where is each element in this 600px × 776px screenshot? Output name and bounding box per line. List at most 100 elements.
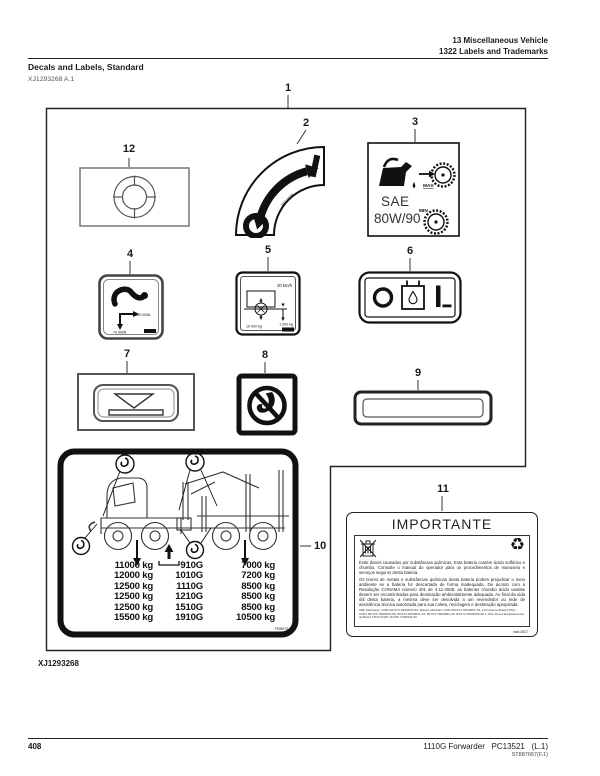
weight-cell: 7200 kg [241,570,275,582]
weight-cell: 8500 kg [241,580,275,592]
triangle-down-icon [108,393,164,416]
callout-1: 1 [284,82,292,94]
off-symbol [372,287,394,308]
weight-cell: 11000 kg [114,560,154,571]
callout-5: 5 [264,244,272,256]
forwarder-illustration [88,470,289,551]
weight-table: 11000 kg 910G 7000 kg 12000 kg 1010G 720… [73,560,279,624]
model-cell: 910G [180,560,203,571]
model-cell: 1110G [176,580,203,592]
importante-title: IMPORTANTE [391,516,493,532]
table-row: 15500 kg 1910G 10500 kg [73,612,279,624]
prohibition-flame-icon [247,385,287,426]
header-chapter: 13 Miscellaneous Vehicle [452,36,548,45]
decal-on-off-arc: F602229 [232,143,327,238]
callout-9: 9 [414,367,422,379]
weight-cell: 7000 kg [241,560,275,571]
model-cell: 1210G [175,591,203,603]
trailer-diagram-icon [244,290,287,321]
fine-print: CBF fabricante: CNPJ 89.674.782/0014-50,… [359,608,524,620]
callout-7: 7 [123,348,131,360]
table-row: 12500 kg 1210G 8500 kg [73,591,279,603]
weight-cell: 12000 kg [114,570,153,582]
jack-point-icon [158,544,180,566]
off-symbol [243,213,269,238]
page-number: 408 [28,742,42,751]
decal-towing-limits: 20 km/h 1 000 kg 10 000 kg [235,271,301,336]
callout-12: 12 [122,143,136,155]
max-sight-glass-icon [430,162,456,188]
page-title: Decals and Labels, Standard [28,62,144,72]
footer-model-line: 1110G Forwarder PC13521 (L.1) [423,742,548,751]
footer-rule [28,738,548,739]
min-sight-glass-icon [423,209,449,235]
table-row: 11000 kg 910G 7000 kg [73,560,279,571]
weight-cell: 12500 kg [114,601,153,613]
sae-label: SAE [381,194,410,209]
horizontal-force-value: 150 000N [135,313,151,317]
decal-sight-glass-plate [79,167,190,227]
force-arrows-icon [117,311,139,330]
table-row: 12500 kg 1110G 8500 kg [73,580,279,592]
callout-8: 8 [261,349,269,361]
decal-lower-symbol [77,373,195,431]
decal-no-open-flame [236,373,298,436]
model-cell: 1010G [175,570,203,582]
vertical-force-value: 70 000N [113,331,127,335]
speed-limit-value: 20 km/h [277,283,293,288]
callout-3: 3 [411,116,419,128]
warning-paragraph: Os teores de metais e substâncias químic… [359,577,525,607]
weight-cell: 8500 kg [241,601,275,613]
callout-11: 11 [437,483,449,495]
callout-4: 4 [126,248,134,260]
max-label: MAX [423,183,434,189]
decal-machine-weights: 11000 kg 910G 7000 kg 12000 kg 1010G 720… [57,448,299,638]
revision-code: XJ1293268 A.1 [28,76,75,83]
viscosity-label: 80W/90 [374,211,421,226]
lift-point-icons [71,452,218,560]
weight-cell: 15500 kg [114,612,153,624]
decal-oil-tank-switch [358,271,462,324]
header-rule [28,58,548,59]
decal-part-code: F695975 [274,627,288,631]
towed-load-value: 10 000 kg [246,325,262,329]
oil-tank-icon [401,280,425,310]
callout-2: 2 [302,117,310,129]
callout-10: 10 [314,540,327,552]
group-box-outline [45,107,527,652]
weight-cell: 10500 kg [236,612,275,624]
callout-6: 6 [406,245,414,257]
figure-caption: XJ1293268 [38,659,79,668]
tow-hook-icon [111,286,148,307]
axle-weight-arrows [133,540,249,566]
battery-warning-body: ♻ Evite danos causados por substâncias q… [354,535,530,627]
table-row: 12500 kg 1510G 8500 kg [73,601,279,613]
table-row: 12000 kg 1010G 7200 kg [73,570,279,582]
recycle-icon: ♻ [509,535,525,554]
decal-towing-force: 150 000N 70 000N [98,274,164,340]
model-cell: 1510G [175,601,203,613]
decal-battery-warning: IMPORTANTE ♻ Evite danos causados por su… [346,512,538,637]
crosshair-circle-icon [113,175,156,219]
model-cell: 1910G [175,612,203,624]
decal-blank-strip [353,390,493,426]
min-label: MIN [419,208,428,214]
decal-gear-oil: MAX SAE 80W/90 MIN [367,142,460,237]
rotate-arrow-icon [253,164,319,230]
no-trash-bin-icon [359,539,377,558]
warning-paragraph: Evite danos causados por substâncias quí… [359,560,525,575]
tongue-load-value: 1 000 kg [279,323,293,327]
battery-warning-text: Evite danos causados por substâncias quí… [359,560,525,622]
weight-cell: 8500 kg [241,591,275,603]
callout-leader-lines [126,95,443,547]
part-number-block [282,327,294,332]
header-section: 1322 Labels and Trademarks [439,47,548,56]
blank-field [362,398,484,418]
part-number-block [144,329,156,333]
footer-doc-code: ST887667(F.1) [511,752,548,758]
decal-part-code: mab10527 [512,629,528,634]
oil-can-icon [379,157,416,189]
weight-cell: 12500 kg [114,591,153,603]
